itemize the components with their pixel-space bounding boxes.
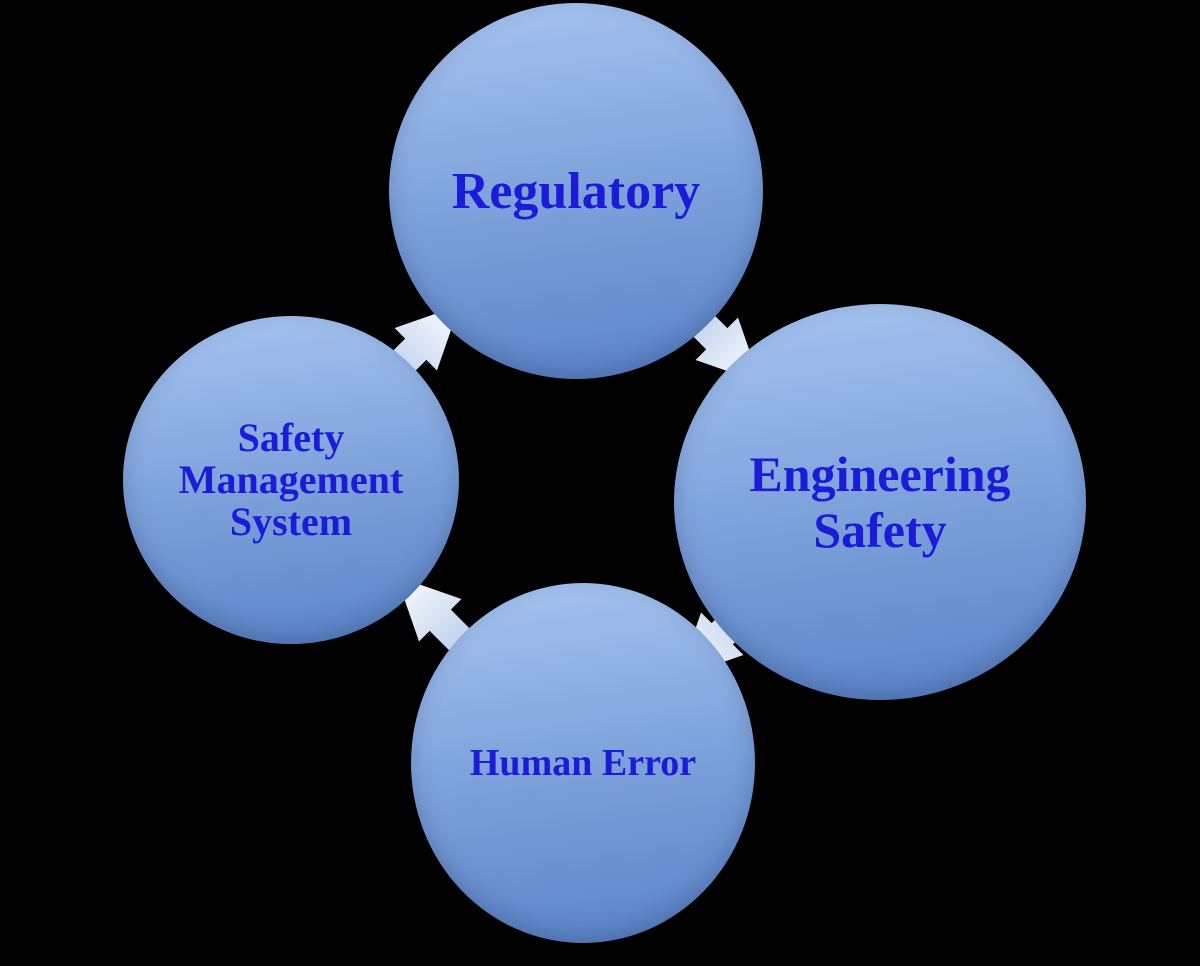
- node-human-error: Human Error: [411, 583, 755, 943]
- node-safety-management-system-label: Safety Management System: [178, 415, 404, 544]
- node-regulatory: Regulatory: [389, 3, 763, 379]
- node-regulatory-label: Regulatory: [451, 162, 701, 220]
- node-human-error-label: Human Error: [469, 742, 697, 784]
- node-engineering-safety: Engineering Safety: [674, 304, 1086, 700]
- node-safety-management-system: Safety Management System: [123, 316, 459, 644]
- node-engineering-safety-label: Engineering Safety: [749, 446, 1011, 558]
